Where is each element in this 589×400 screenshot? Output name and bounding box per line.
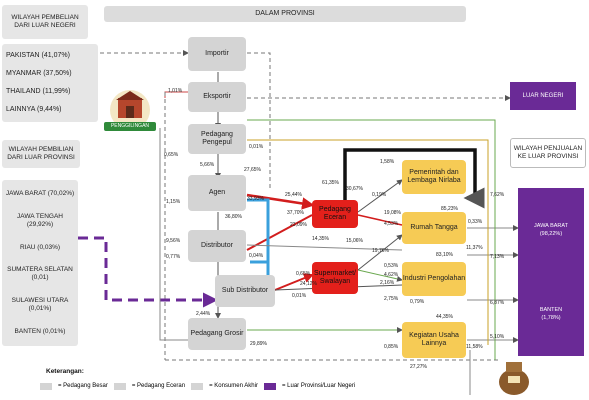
luar-provinsi-box: JAWA BARAT (98,22%) BANTEN (1,78%) — [518, 188, 584, 356]
flow-label: 33,93% — [247, 196, 264, 202]
flow-label: 19,76% — [372, 248, 389, 254]
flow-label: 36,80% — [225, 214, 242, 220]
node-sub-distributor: Sub Distributor — [215, 275, 275, 307]
flow-label: 23,09% — [290, 222, 307, 228]
dest-jawa-barat-name: JAWA BARAT — [533, 223, 569, 229]
legend-luar-provinsi: = Luar Provinsi/Luar Negeri — [281, 383, 356, 389]
node-agen: Agen — [188, 175, 246, 211]
flow-label: 85,23% — [441, 206, 458, 212]
flow-label: 0,53% — [384, 263, 399, 269]
flow-label: 29,89% — [250, 341, 267, 347]
flow-label: 0,65% — [164, 152, 179, 158]
flow-label: 61,35% — [322, 180, 339, 186]
node-industri: Industri Pengolahan — [402, 262, 466, 296]
left-top-list: PAKISTAN (41,07%) MYANMAR (37,50%) THAIL… — [2, 44, 98, 122]
origin-jawa-barat: JAWA BARAT (70,02%) — [5, 190, 75, 198]
legend-swatch-konsumen-akhir — [191, 382, 204, 390]
node-importir: Importir — [188, 37, 246, 71]
legend-title: Keterangan: — [46, 368, 84, 375]
flow-label: 0,01% — [249, 144, 264, 150]
logo-label: PENGGILINGAN — [104, 122, 156, 131]
dest-jawa-barat-pct: (98,22%) — [539, 231, 563, 237]
origin-sulut: SULAWESI UTARA (0,01%) — [11, 296, 69, 312]
flow-label: 11,37% — [466, 245, 483, 251]
flow-label: 7,62% — [490, 192, 505, 198]
node-pedagang-eceran: Pedagang Eceran — [312, 200, 358, 228]
flow-label: 0,33% — [468, 219, 483, 225]
flow-label: 27,27% — [410, 364, 427, 370]
flow-label: 2,44% — [196, 311, 211, 317]
legend-swatch-pedagang-eceran — [113, 382, 126, 390]
origin-sumsel: SUMATERA SELATAN (0,01) — [7, 266, 73, 282]
flow-label: 1,15% — [166, 199, 181, 205]
flow-label: 4,53% — [384, 221, 399, 227]
flow-label: 0,77% — [166, 254, 181, 260]
flow-label: 1,01% — [168, 88, 183, 94]
rice-sack-icon — [496, 356, 532, 396]
right-heading: WILAYAH PENJUALAN KE LUAR PROVINSI — [510, 138, 586, 168]
dest-banten: BANTEN (1,78%) — [540, 306, 562, 322]
flow-label: 0,85% — [384, 344, 399, 350]
legend-pedagang-eceran: = Pedagang Eceran — [131, 383, 186, 389]
flow-label: 27,65% — [244, 167, 261, 173]
flow-label: 1,58% — [380, 159, 395, 165]
flow-label: 0,04% — [249, 253, 264, 259]
flow-label: 9,56% — [166, 238, 181, 244]
node-pedagang-grosir: Pedagang Grosir — [188, 318, 246, 350]
flow-label: 6,87% — [490, 300, 505, 306]
left-bottom-list: JAWA BARAT (70,02%) JAWA TENGAH (29,92%)… — [2, 180, 78, 346]
flow-label: 0,19% — [372, 192, 387, 198]
flow-label: 11,58% — [466, 344, 483, 350]
legend-pedagang-besar: = Pedagang Besar — [58, 383, 108, 389]
flow-label: 19,08% — [384, 210, 401, 216]
flow-label: 7,13% — [490, 254, 505, 260]
origin-riau: RIAU (0,03%) — [19, 243, 61, 251]
flow-label: 37,70% — [287, 210, 304, 216]
flow-label: 5,10% — [490, 334, 505, 340]
origin-jawa-tengah: JAWA TENGAH (29,92%) — [17, 212, 63, 228]
dest-jawa-barat: JAWA BARAT (98,22%) — [534, 222, 568, 238]
origin-myanmar: MYANMAR (37,50%) — [6, 70, 72, 77]
origin-pakistan: PAKISTAN (41,07%) — [6, 52, 70, 59]
flow-label: 30,67% — [346, 186, 363, 192]
flow-label: 15,06% — [346, 238, 363, 244]
origin-thailand: THAILAND (11,99%) — [6, 88, 71, 95]
dest-banten-pct: (1,78%) — [541, 315, 561, 321]
flow-label: 2,16% — [380, 280, 395, 286]
dest-banten-name: BANTEN — [539, 307, 563, 313]
origin-lainnya: LAINNYA (9,44%) — [6, 106, 62, 113]
flow-label: 0,01% — [292, 293, 307, 299]
flow-label: 0,79% — [410, 299, 425, 305]
node-kegiatan-usaha: Kegiatan Usaha Lainnya — [402, 322, 466, 358]
legend-swatch-pedagang-besar — [40, 382, 52, 390]
flow-label: 0,65% — [296, 271, 311, 277]
left-mid-heading: WILAYAH PEMBILIAN DARI LUAR PROVINSI — [2, 140, 80, 168]
luar-negeri-box: LUAR NEGERI — [510, 82, 576, 110]
flow-label: 24,12% — [300, 281, 317, 287]
flow-label: 4,62% — [384, 272, 399, 278]
node-supermarket: Supermarket/ Swalayan — [312, 262, 358, 294]
node-eksportir: Eksportir — [188, 82, 246, 112]
left-top-heading: WILAYAH PEMBELIAN DARI LUAR NEGERI — [2, 5, 88, 39]
legend: = Pedagang Besar = Pedagang Eceran = Kon… — [40, 380, 400, 392]
origin-banten: BANTEN (0,01%) — [14, 327, 66, 335]
legend-konsumen-akhir: = Konsumen Akhir — [209, 383, 258, 389]
header-title: DALAM PROVINSI — [104, 6, 466, 22]
node-pedagang-pengepul: Pedagang Pengepul — [188, 124, 246, 154]
node-distributor: Distributor — [188, 230, 246, 262]
flow-label: 44,35% — [436, 314, 453, 320]
node-rumah-tangga: Rumah Tangga — [402, 212, 466, 244]
flow-label: 5,66% — [200, 162, 215, 168]
flow-label: 2,75% — [384, 296, 399, 302]
penggilingan-logo: PENGGILINGAN — [104, 88, 156, 134]
flow-label: 83,10% — [436, 252, 453, 258]
flow-label: 14,35% — [312, 236, 329, 242]
node-pemerintah: Pemerintah dan Lembaga Nirlaba — [402, 160, 466, 194]
legend-swatch-luar-provinsi — [263, 382, 276, 390]
flow-label: 25,44% — [285, 192, 302, 198]
